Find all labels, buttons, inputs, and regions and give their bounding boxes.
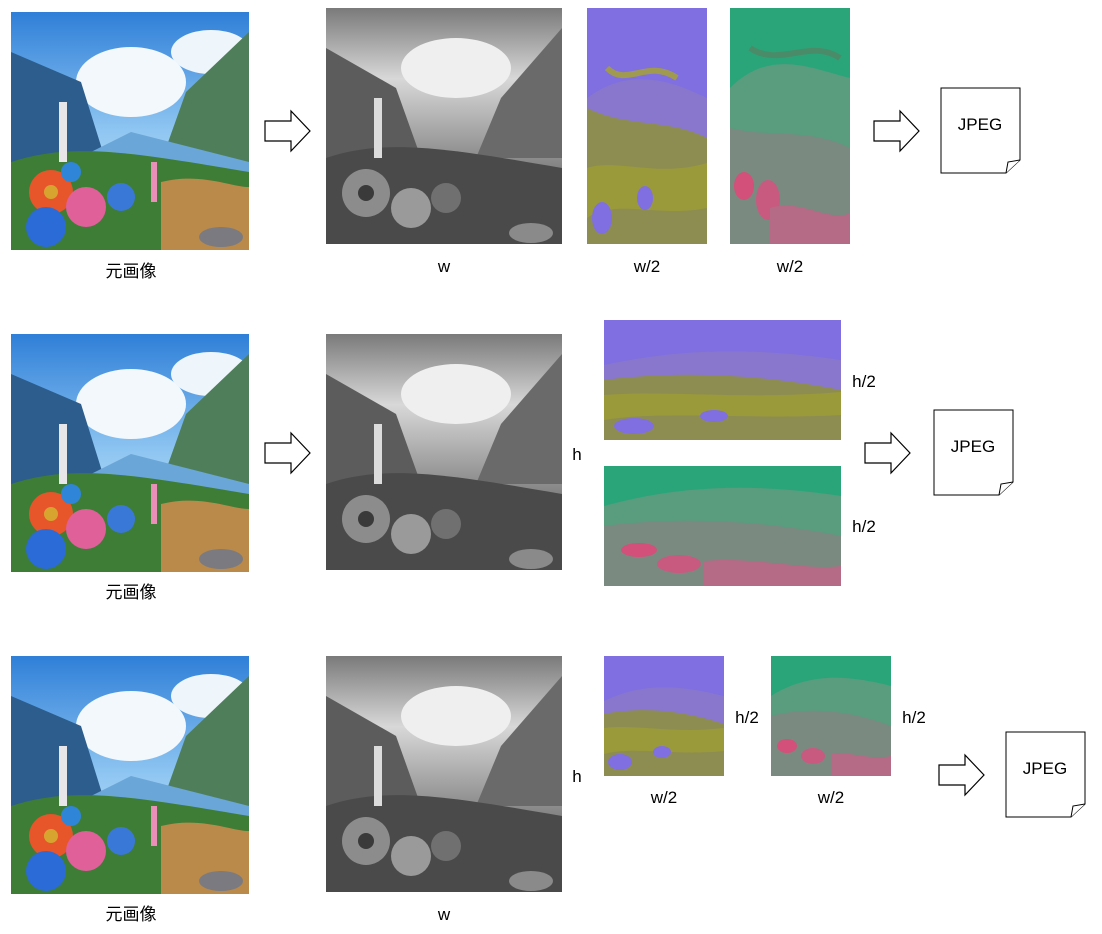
grayscale-image-row3 — [326, 656, 562, 892]
half-height-label-cr-row2: h/2 — [852, 517, 876, 536]
width-label-row3: w — [437, 905, 451, 924]
jpeg-document-row1: JPEG — [940, 87, 1024, 175]
half-height-label-cb-row2: h/2 — [852, 372, 876, 391]
hollow-right-arrow-icon — [938, 753, 985, 797]
chroma-cb-image-row3 — [604, 656, 724, 776]
hollow-right-arrow-icon — [873, 109, 920, 153]
width-label-row1: w — [437, 257, 451, 276]
hollow-right-arrow-icon — [264, 109, 311, 153]
original-label-row1: 元画像 — [105, 262, 157, 281]
chroma-cr-image-row2 — [604, 466, 841, 586]
half-width-label-cb-row1: w/2 — [633, 257, 661, 276]
hollow-right-arrow-icon — [864, 431, 911, 475]
height-label-row3: h — [572, 767, 582, 786]
original-image-row3 — [11, 656, 249, 894]
chroma-cb-image-row1 — [587, 8, 707, 244]
chroma-cr-image-row1 — [730, 8, 850, 244]
document-icon — [933, 409, 1014, 496]
half-height-label-cb-row3: h/2 — [735, 708, 759, 727]
half-width-label-cr-row3: w/2 — [817, 788, 845, 807]
half-height-label-cr-row3: h/2 — [902, 708, 926, 727]
jpeg-label-row1: JPEG — [957, 115, 1003, 134]
height-label-row2: h — [572, 445, 582, 464]
document-icon — [940, 87, 1021, 174]
original-label-row3: 元画像 — [105, 905, 157, 924]
chroma-cr-image-row3 — [771, 656, 891, 776]
jpeg-label-row2: JPEG — [950, 437, 996, 456]
original-image-row1 — [11, 12, 249, 250]
hollow-right-arrow-icon — [264, 431, 311, 475]
document-icon — [1005, 731, 1086, 818]
grayscale-image-row2 — [326, 334, 562, 570]
jpeg-document-row3: JPEG — [1005, 731, 1089, 819]
half-width-label-cb-row3: w/2 — [650, 788, 678, 807]
jpeg-document-row2: JPEG — [933, 409, 1017, 497]
half-width-label-cr-row1: w/2 — [776, 257, 804, 276]
chroma-cb-image-row2 — [604, 320, 841, 440]
jpeg-label-row3: JPEG — [1022, 759, 1068, 778]
grayscale-image-row1 — [326, 8, 562, 244]
original-image-row2 — [11, 334, 249, 572]
original-label-row2: 元画像 — [105, 583, 157, 602]
